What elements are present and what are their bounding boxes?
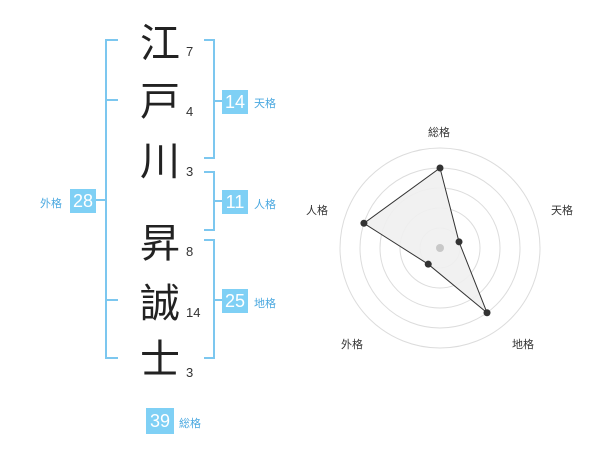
stroke-count-4: 8: [186, 244, 194, 259]
radar-ring-5: [339, 147, 541, 349]
jinkaku-value: 11: [222, 190, 248, 214]
name-char-5: 誠: [140, 281, 180, 327]
stroke-count-5: 14: [186, 305, 201, 320]
stroke-count-2: 4: [186, 104, 194, 119]
radar-point-5: [360, 219, 368, 227]
chikaku-value: 25: [222, 289, 248, 313]
gaikaku-label: 外格: [40, 197, 62, 210]
name-char-6: 士: [140, 337, 180, 383]
radar-point-2: [455, 238, 463, 246]
radar-center-dot: [436, 244, 444, 252]
name-char-4: 昇: [140, 221, 180, 267]
radar-point-3: [483, 309, 491, 317]
tenkaku-label: 天格: [254, 97, 276, 110]
radar-point-1: [436, 164, 444, 172]
radar-axis-label-tenkaku: 天格: [551, 204, 573, 217]
stroke-count-1: 7: [186, 44, 194, 59]
tenkaku-bracket: [204, 39, 215, 159]
soukaku-label: 総格: [179, 417, 201, 430]
radar-polygon: [363, 167, 488, 314]
radar-axis-label-soukaku: 総格: [428, 126, 450, 139]
chikaku-label: 地格: [254, 297, 276, 310]
radar-point-4: [424, 260, 432, 268]
soukaku-value: 39: [146, 408, 174, 434]
radar-points: [360, 164, 491, 317]
name-char-3: 川: [140, 139, 180, 185]
name-char-2: 戸: [140, 79, 180, 125]
name-char-1: 江: [140, 21, 180, 67]
gaikaku-value: 28: [70, 189, 96, 213]
stroke-count-3: 3: [186, 164, 194, 179]
radar-axis-label-gaikaku: 外格: [341, 338, 363, 351]
radar-axis-label-chikaku: 地格: [512, 338, 534, 351]
stroke-count-6: 3: [186, 365, 194, 380]
tenkaku-value: 14: [222, 90, 248, 114]
jinkaku-label: 人格: [254, 198, 276, 211]
radar-axis-label-jinkaku: 人格: [306, 204, 328, 217]
